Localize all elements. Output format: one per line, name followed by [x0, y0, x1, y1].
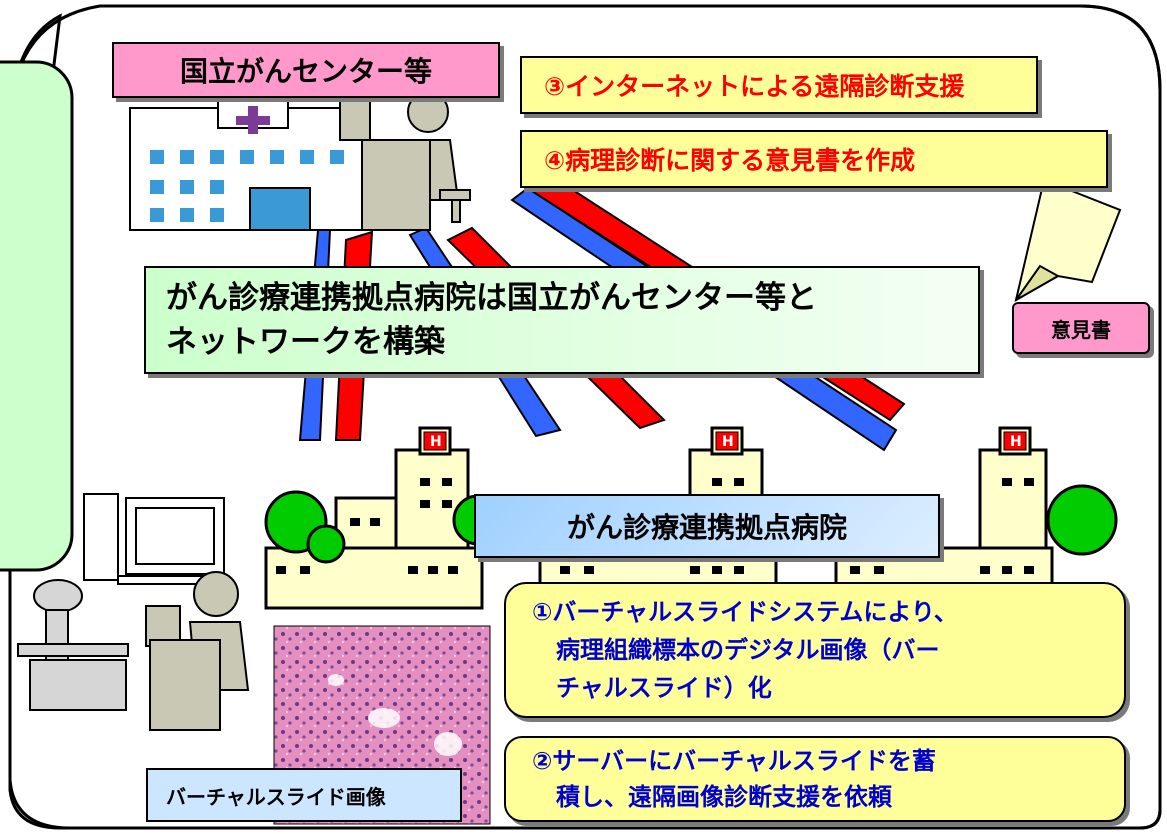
- cancer-center-label: 国立がんセンター等: [112, 42, 500, 98]
- microscope-icon: [17, 579, 129, 711]
- computer-server-icon: [83, 493, 229, 585]
- step2-line-1: ②サーバーにバーチャルスライドを蓄: [532, 747, 936, 775]
- step3-text: ③インターネットによる遠隔診断支援: [544, 72, 965, 101]
- step2-line-2: 積し、遠隔画像診断支援を依頼: [556, 783, 892, 811]
- step4-box: ④病理診断に関する意見書を作成: [520, 130, 1108, 188]
- cancer-center-label-text: 国立がんセンター等: [179, 55, 432, 88]
- svg-text:H: H: [722, 434, 734, 450]
- opinion-document-icon: [1014, 178, 1122, 303]
- step2-box: ②サーバーにバーチャルスライドを蓄 積し、遠隔画像診断支援を依頼: [504, 736, 1126, 822]
- hospital-label: がん診療連携拠点病院: [474, 494, 940, 558]
- opinion-label: 意見書: [1012, 302, 1150, 354]
- step1-line-2: 病理組織標本のデジタル画像（バー: [556, 636, 940, 664]
- step1-line-1: ①バーチャルスライドシステムにより、: [532, 598, 958, 626]
- hospital-h-signs: [423, 431, 1027, 451]
- network-text-line-2: ネットワークを構築: [166, 324, 445, 360]
- hospital-windows: [276, 478, 1034, 574]
- doctor-at-desk-icon: [339, 91, 471, 231]
- hospital-label-text: がん診療連携拠点病院: [566, 511, 847, 544]
- step3-box: ③インターネットによる遠隔診断支援: [520, 56, 1038, 114]
- network-center-box: がん診療連携拠点病院は国立がんセンター等と ネットワークを構築: [144, 266, 980, 374]
- step4-text: ④病理診断に関する意見書を作成: [544, 146, 916, 175]
- left-green-panel: [0, 60, 74, 572]
- opinion-label-text: 意見書: [1051, 317, 1111, 342]
- center-windows: [150, 150, 344, 222]
- svg-text:H: H: [1010, 434, 1022, 450]
- step1-box: ①バーチャルスライドシステムにより、 病理組織標本のデジタル画像（バー チャルス…: [504, 582, 1126, 718]
- svg-text:H: H: [430, 434, 442, 450]
- network-text-line-1: がん診療連携拠点病院は国立がんセンター等と: [166, 280, 817, 316]
- step1-line-3: チャルスライド）化: [556, 674, 772, 702]
- virtual-slide-label: バーチャルスライド画像: [146, 768, 462, 822]
- cancer-center-building: [129, 97, 371, 231]
- pathologist-at-desk-icon: [145, 571, 250, 731]
- virtual-slide-label-text: バーチャルスライド画像: [166, 784, 386, 809]
